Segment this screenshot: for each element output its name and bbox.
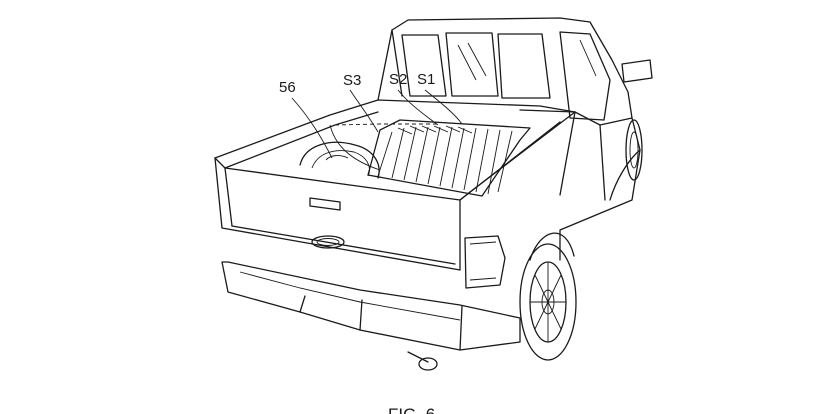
ref-label-s2: S2	[389, 71, 407, 88]
figure-caption: FIG. 6	[388, 405, 435, 414]
tailgate	[214, 157, 461, 271]
wheel-well	[299, 141, 380, 179]
ref-label-56: 56	[279, 79, 296, 96]
ref-label-s3: S3	[343, 72, 361, 89]
front-wheel	[625, 119, 643, 181]
reference-leaders	[291, 89, 463, 159]
truck-cab	[377, 17, 653, 121]
rear-wheel	[519, 232, 577, 361]
tail-light	[464, 235, 506, 289]
truck-bed	[214, 99, 576, 201]
truck-side-body	[519, 109, 641, 261]
rear-bumper	[221, 261, 521, 351]
exhaust-pipe	[407, 351, 438, 371]
ref-label-s1: S1	[417, 71, 435, 88]
bed-storage-tray	[367, 119, 531, 197]
